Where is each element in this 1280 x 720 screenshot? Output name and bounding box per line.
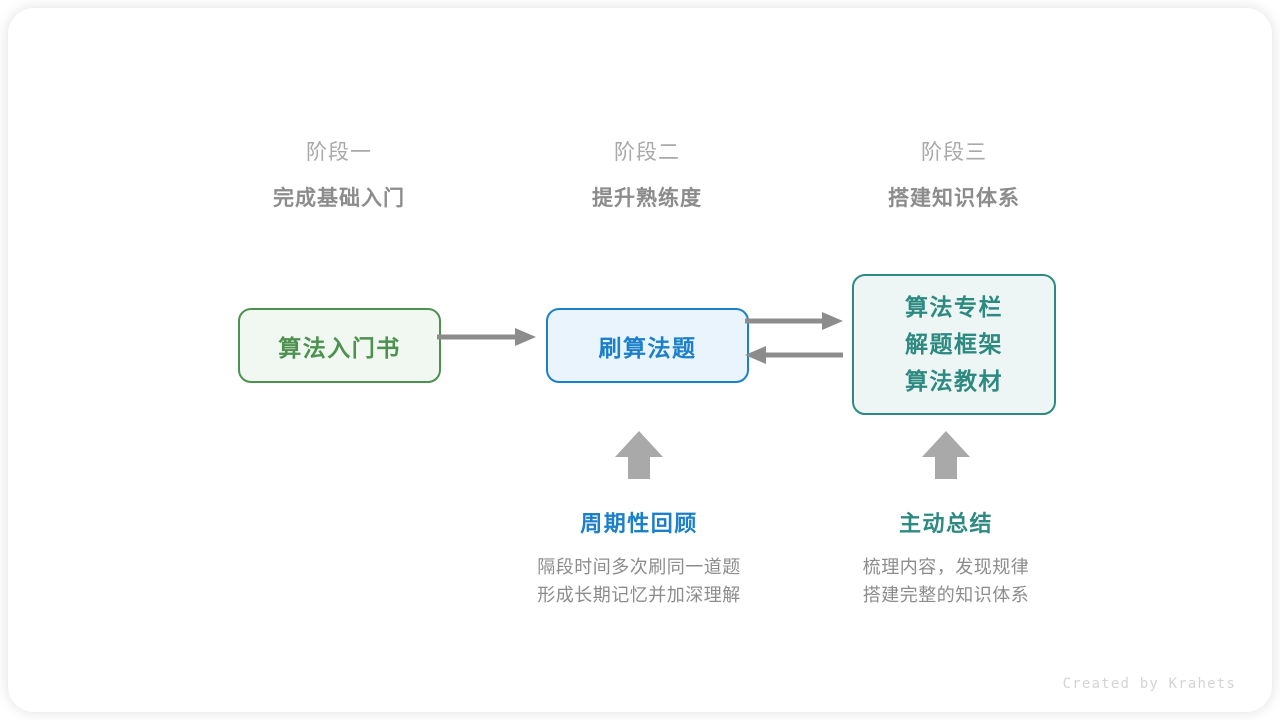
node-practice-problems[interactable]: 刷算法题 — [546, 308, 749, 383]
node-book-label: 算法入门书 — [278, 334, 401, 361]
annotation-summary-title: 主动总结 — [898, 511, 993, 536]
annotation-review-description: 隔段时间多次刷同一道题 形成长期记忆并加深理解 — [489, 553, 789, 609]
phase-header-3: 阶段三 搭建知识体系 — [824, 138, 1084, 214]
node-practice-label: 刷算法题 — [598, 334, 697, 361]
annotation-active-summary: 主动总结 梳理内容，发现规律 搭建完整的知识体系 — [796, 509, 1096, 609]
node-resources-line-3: 算法教材 — [905, 368, 1003, 394]
phase-title-3: 搭建知识体系 — [888, 187, 1020, 210]
phase-stage-label-2: 阶段二 — [614, 141, 680, 164]
phase-title-2: 提升熟练度 — [592, 187, 702, 210]
annotation-summary-description: 梳理内容，发现规律 搭建完整的知识体系 — [796, 553, 1096, 609]
phase-stage-label-3: 阶段三 — [921, 141, 987, 164]
phase-header-2: 阶段二 提升熟练度 — [517, 138, 777, 214]
annotation-review-desc-line-1: 隔段时间多次刷同一道题 — [537, 557, 741, 577]
annotation-review-title: 周期性回顾 — [580, 511, 698, 536]
annotation-periodic-review: 周期性回顾 隔段时间多次刷同一道题 形成长期记忆并加深理解 — [489, 509, 789, 609]
footer-credit: Created by Krahets — [1062, 676, 1236, 692]
annotation-summary-desc-line-1: 梳理内容，发现规律 — [862, 557, 1030, 577]
phase-header-1: 阶段一 完成基础入门 — [209, 138, 469, 214]
node-learning-resources[interactable]: 算法专栏 解题框架 算法教材 — [852, 274, 1056, 415]
phase-stage-label-1: 阶段一 — [306, 141, 372, 164]
node-resources-line-1: 算法专栏 — [905, 294, 1003, 320]
node-resources-line-2: 解题框架 — [905, 331, 1003, 357]
annotation-review-desc-line-2: 形成长期记忆并加深理解 — [537, 585, 741, 605]
node-algorithm-intro-book[interactable]: 算法入门书 — [238, 308, 441, 383]
annotation-summary-desc-line-2: 搭建完整的知识体系 — [862, 585, 1030, 605]
diagram-card: 阶段一 完成基础入门 阶段二 提升熟练度 阶段三 搭建知识体系 算法入门书 刷算… — [8, 8, 1272, 712]
phase-title-1: 完成基础入门 — [273, 187, 405, 210]
